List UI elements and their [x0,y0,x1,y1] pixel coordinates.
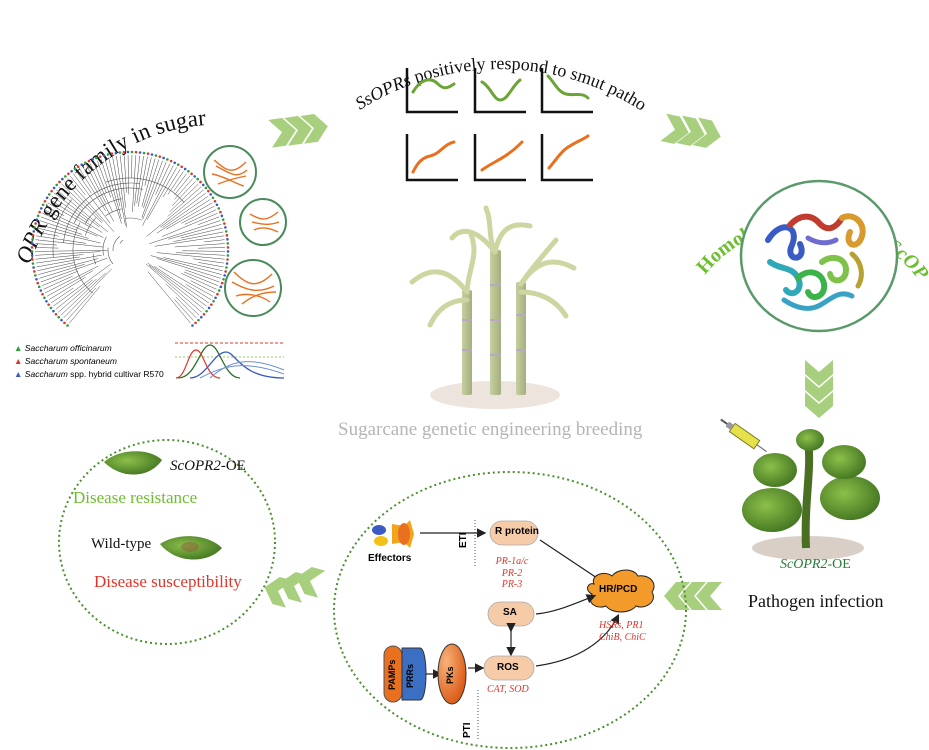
sa-label: SA [503,607,517,618]
oe-label: ScOPR2-OE [170,458,246,474]
resistance-label: Disease resistance [73,488,198,507]
legend-item: ▲ Saccharum spontaneum [14,356,117,366]
hr-genes-line1: HSRs, PR1 [599,620,644,631]
outcome-circle [58,439,276,645]
legend-item: ▲ Saccharum spp. hybrid cultivar R570 [14,369,164,379]
effector-molecule-icon [372,520,414,548]
opr-family-title: OPR gene family in sugarcane [0,0,207,267]
triangle-icon: ▲ [14,369,23,379]
orange-curves [411,134,590,174]
triangle-icon: ▲ [14,343,23,353]
hr-genes-line2: ChiB, ChiC [599,632,646,643]
pr-gene: PR-3 [501,579,523,590]
pathogen-infection-label: Pathogen infection [748,591,884,611]
sugarcane-plant-icon [409,205,577,409]
seedling-icon [742,429,880,560]
synteny-circle-icon [203,145,287,317]
ros-arrow [535,613,620,667]
leaf-icon [104,451,222,560]
hr-pcd-label: HR/PCD [599,584,638,595]
sa-arrow [535,594,597,615]
plant-oe-label: ScOPR2-OE [780,557,851,572]
effectors-label: Effectors [368,553,412,564]
pamps-label: PAMPs [387,659,397,690]
prrs-node [401,647,427,701]
expression-curve-icon [405,68,593,182]
chevron-arrows-5 [264,566,326,608]
pr-gene: PR-2 [501,567,523,579]
pks-node [437,643,467,705]
pks-label: PKs [445,666,455,684]
legend-item: ▲ Saccharum officinarum [14,343,112,353]
triangle-icon: ▲ [14,356,23,366]
phylogenetic-tree-icon [30,150,230,327]
syringe-icon [720,418,768,453]
species-legend: ▲ Saccharum officinarum ▲ Saccharum spon… [14,342,164,381]
pti-label: PTI [462,722,473,738]
breeding-label: Sugarcane genetic engineering breeding [338,419,643,440]
pathway-circle [333,471,687,749]
susceptibility-label: Disease susceptibility [94,572,242,591]
respond-title: SsOPRs positively respond to smut pathog… [0,0,650,115]
chevron-arrows-1 [268,113,328,148]
pr-gene-list: PR-1a/c PR-2 PR-3 [492,556,532,591]
density-plot-icon [175,342,285,379]
green-curves [411,74,590,102]
r-protein-node [489,520,539,546]
r-protein-label: R protein [495,526,539,537]
chevron-arrows-2 [660,113,721,148]
prrs-label: PRRs [405,663,415,688]
chevron-arrows-4 [664,582,722,610]
protein-structure-icon [765,213,866,311]
wildtype-label: Wild-type [91,536,152,552]
hr-gene-list: HSRs, PR1 ChiB, ChiC [599,620,646,644]
ros-label: ROS [497,662,519,673]
chevron-arrows-3 [805,360,833,418]
pr-gene: PR-1a/c [495,556,529,567]
ros-gene-list: CAT, SOD [487,684,529,695]
eti-label: ETI [458,532,469,548]
